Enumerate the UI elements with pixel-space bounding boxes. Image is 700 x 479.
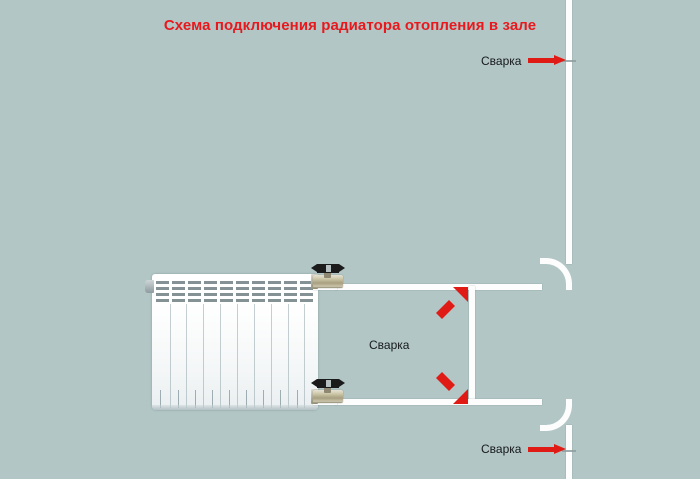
page-title: Схема подключения радиатора отопления в … <box>163 17 537 34</box>
weld-arrow-top <box>528 55 566 66</box>
radiator-bottom-edge <box>152 405 318 410</box>
arrow-shaft <box>528 58 555 63</box>
arrow-up-right-icon <box>436 287 468 319</box>
radiator-section-divider <box>288 304 289 408</box>
radiator-louvre <box>204 278 217 304</box>
radiator-section-divider <box>271 304 272 408</box>
radiator-foot-divider <box>160 390 161 408</box>
supply-pipe-horizontal <box>335 284 542 290</box>
weld-seam-bottom <box>562 450 576 452</box>
weld-label-bottom: Сварка <box>481 442 522 456</box>
weld-label-middle: Сварка <box>369 338 410 352</box>
riser-pipe-upper <box>566 0 572 264</box>
radiator-louvre <box>172 278 185 304</box>
valve-handle[interactable] <box>311 264 345 273</box>
radiator-louvre <box>300 278 313 304</box>
radiator-section-divider <box>237 304 238 408</box>
arrow-head <box>554 444 566 454</box>
radiator-louvre <box>268 278 281 304</box>
radiator-foot-divider <box>178 390 179 408</box>
valve-body <box>313 275 343 288</box>
radiator-louvre <box>236 278 249 304</box>
radiator-foot-divider <box>229 390 230 408</box>
radiator-foot-divider <box>246 390 247 408</box>
radiator-louvre <box>252 278 265 304</box>
radiator-section-divider <box>220 304 221 408</box>
weld-arrow-middle-lower <box>434 369 470 405</box>
valve-handle-notch <box>326 380 331 387</box>
radiator-section-divider <box>203 304 204 408</box>
radiator-section-divider <box>186 304 187 408</box>
radiator-end-plug <box>145 280 154 293</box>
elbow-bottom-right <box>540 399 572 431</box>
weld-label-top: Сварка <box>481 54 522 68</box>
arrow-head <box>554 55 566 65</box>
weld-arrow-middle-upper <box>434 286 470 322</box>
riser-pipe-lower <box>566 425 572 479</box>
radiator-louvre <box>156 278 169 304</box>
return-ball-valve[interactable] <box>311 379 345 405</box>
radiator-body <box>152 274 318 410</box>
valve-body <box>313 390 343 403</box>
radiator <box>145 274 318 410</box>
radiator-foot-divider <box>280 390 281 408</box>
weld-arrow-bottom <box>528 444 566 455</box>
radiator-foot-divider <box>212 390 213 408</box>
valve-stem <box>324 271 331 278</box>
return-pipe-horizontal <box>335 399 542 405</box>
radiator-louvre <box>284 278 297 304</box>
radiator-top-grille <box>154 278 316 304</box>
weld-seam-top <box>562 60 576 62</box>
radiator-foot-divider <box>195 390 196 408</box>
supply-ball-valve[interactable] <box>311 264 345 290</box>
radiator-foot-divider <box>263 390 264 408</box>
valve-handle-notch <box>326 265 331 272</box>
elbow-top-right <box>540 258 572 290</box>
arrow-down-right-icon <box>436 372 468 404</box>
radiator-section-divider <box>304 304 305 408</box>
valve-stem <box>324 386 331 393</box>
connector-pipe-vertical <box>469 286 475 402</box>
radiator-louvre <box>188 278 201 304</box>
radiator-louvre <box>220 278 233 304</box>
radiator-section-divider <box>254 304 255 408</box>
valve-handle[interactable] <box>311 379 345 388</box>
radiator-section-divider <box>170 304 171 408</box>
radiator-foot-divider <box>297 390 298 408</box>
arrow-shaft <box>528 447 555 452</box>
